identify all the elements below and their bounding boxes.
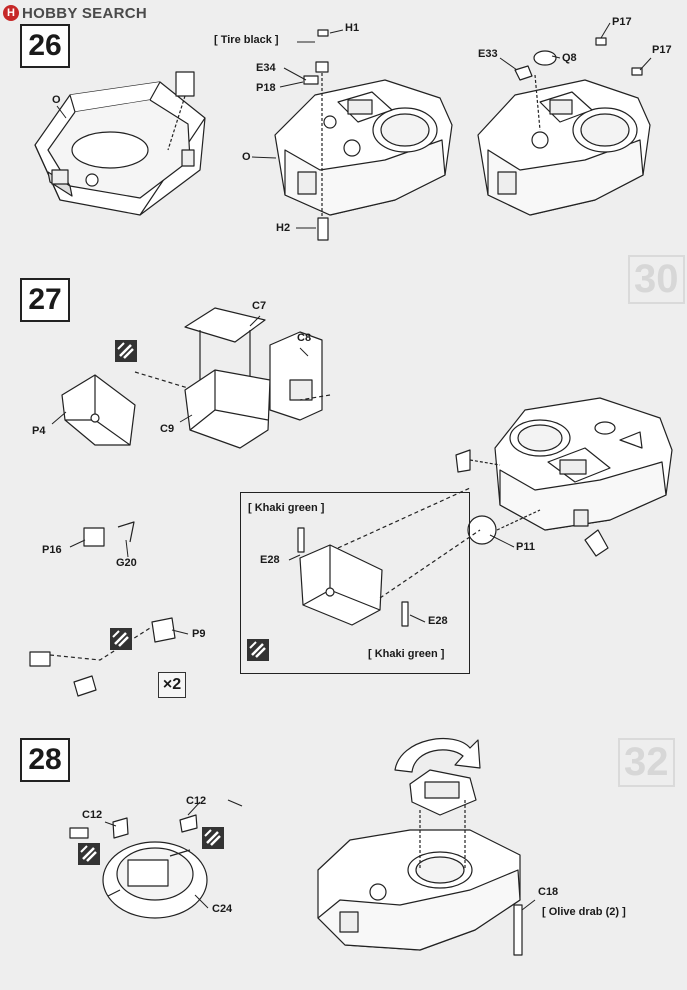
label-p11: P11 <box>516 541 535 553</box>
logo-mark-icon: H <box>3 5 19 21</box>
label-c9: C9 <box>160 423 175 435</box>
label-c8: C8 <box>297 332 312 344</box>
inset-box-part <box>297 527 409 627</box>
part-p4-box <box>61 374 136 446</box>
note-tire-black: [ Tire black ] <box>214 34 279 46</box>
part-p16 <box>83 527 105 547</box>
inset-detail-box <box>240 492 470 674</box>
turret-hull-step27 <box>455 397 673 557</box>
cement-icon <box>113 338 139 364</box>
cement-icon <box>200 825 226 851</box>
part-o-hull-box <box>34 71 206 216</box>
note-khaki-green-bottom: [ Khaki green ] <box>368 648 445 660</box>
label-c12-a: C12 <box>82 809 103 821</box>
step-number-27: 27 <box>20 278 70 322</box>
logo-text: HOBBY SEARCH <box>22 4 148 22</box>
label-g20: G20 <box>116 557 137 569</box>
quantity-badge: ×2 <box>158 672 186 698</box>
label-o-left: O <box>52 94 61 106</box>
label-c18: C18 <box>538 886 559 898</box>
label-p4: P4 <box>32 425 46 437</box>
label-c12-b: C12 <box>186 795 207 807</box>
label-p9: P9 <box>192 628 206 640</box>
part-c12-left <box>69 827 89 839</box>
label-e28-b: E28 <box>428 615 448 627</box>
step-number-28: 28 <box>20 738 70 782</box>
label-c24: C24 <box>212 903 233 915</box>
note-olive-drab: [ Olive drab (2) ] <box>542 906 626 918</box>
label-p17-a: P17 <box>612 16 632 28</box>
ghost-step-30: 30 <box>628 255 685 304</box>
label-q8: Q8 <box>562 52 577 64</box>
label-e28-a: E28 <box>260 554 280 566</box>
label-p16: P16 <box>42 544 62 556</box>
turret-hull-right <box>477 37 651 216</box>
part-p9 <box>151 617 176 643</box>
part-c9-box <box>184 369 271 449</box>
part-c24-ring <box>102 841 208 919</box>
ghost-step-32: 32 <box>618 738 675 787</box>
label-o-mid: O <box>242 151 251 163</box>
label-e33: E33 <box>478 48 498 60</box>
label-e34: E34 <box>256 62 276 74</box>
label-c7: C7 <box>252 300 267 312</box>
turret-hull-step28 <box>317 769 523 956</box>
label-p18: P18 <box>256 82 276 94</box>
turret-hull-mid <box>274 29 453 241</box>
note-khaki-green-top: [ Khaki green ] <box>248 502 325 514</box>
label-h2: H2 <box>276 222 291 234</box>
label-h1: H1 <box>345 22 360 34</box>
step-number-26: 26 <box>20 24 70 68</box>
part-c8-panel <box>269 331 323 421</box>
cement-icon <box>76 841 102 867</box>
cement-icon <box>108 626 134 652</box>
label-p17-b: P17 <box>652 44 672 56</box>
hobby-search-logo: H HOBBY SEARCH <box>3 3 147 23</box>
rotate-arrow-icon <box>394 737 481 773</box>
